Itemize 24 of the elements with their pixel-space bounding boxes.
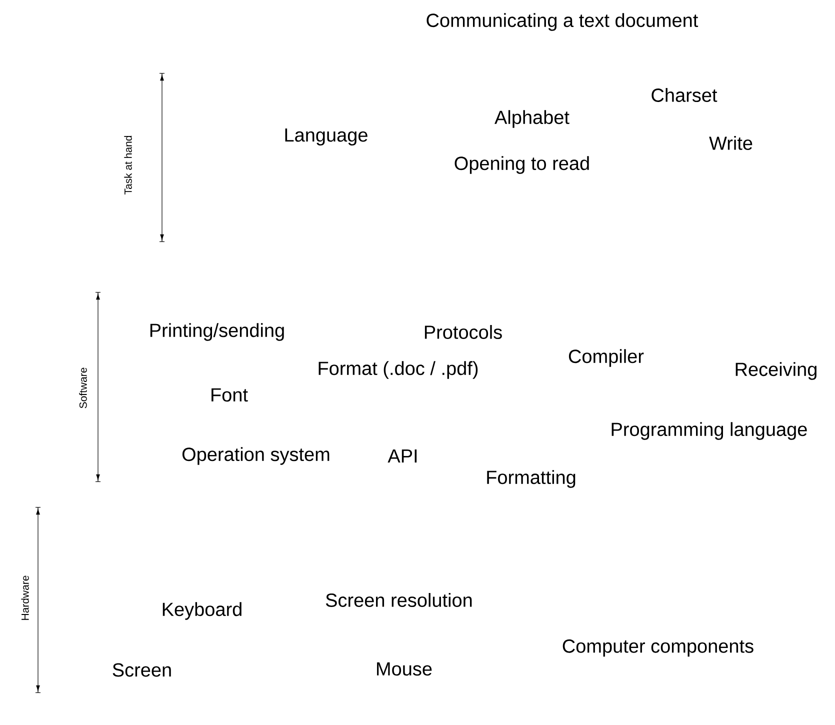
term: Font xyxy=(212,388,248,402)
term: Protocols xyxy=(424,325,502,339)
term: API xyxy=(388,449,417,463)
term: Charset xyxy=(652,88,718,102)
term: Compiler xyxy=(568,349,644,367)
term: Printing/sending xyxy=(150,323,284,341)
title: Communicating a text document xyxy=(426,13,698,31)
term: Language xyxy=(285,128,368,146)
term: Computer components xyxy=(562,639,754,657)
term: Opening to read xyxy=(454,156,589,174)
term: Write xyxy=(709,136,752,150)
term: Operation system xyxy=(182,447,330,465)
term: Format (.doc / .pdf) xyxy=(318,361,478,379)
term: Screen resolution xyxy=(326,593,472,607)
term: Alphabet xyxy=(494,110,570,128)
term: Screen xyxy=(112,663,171,677)
term: Keyboard xyxy=(162,602,242,620)
term: Formatting xyxy=(487,470,576,488)
term: Programming language xyxy=(612,422,807,440)
axis-label: Task at hand xyxy=(124,136,132,195)
term: Receiving xyxy=(736,362,816,380)
axis-label: Software xyxy=(79,368,87,408)
axis-label: Hardware xyxy=(21,576,29,620)
term: Mouse xyxy=(377,662,432,676)
